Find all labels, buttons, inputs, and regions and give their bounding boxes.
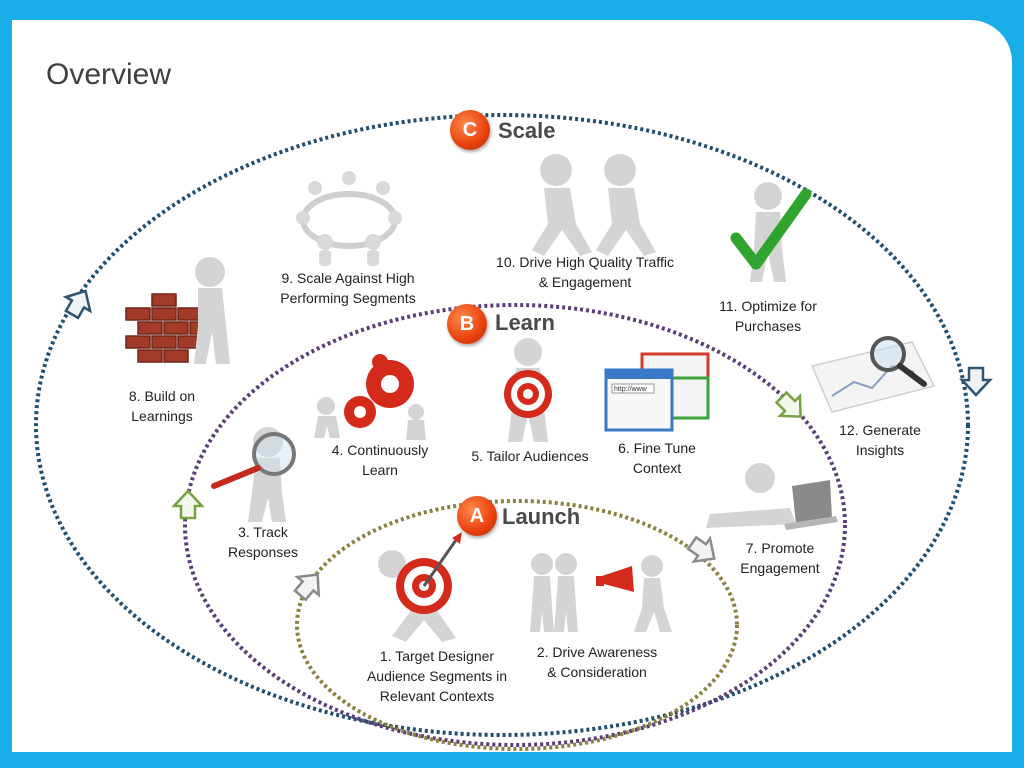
step-7-label: 7. Promote Engagement [740,540,820,576]
laptop-figure-icon [706,463,838,530]
cycle-diagram [34,113,993,751]
page-title: Overview [46,58,172,91]
outer-ring [34,113,970,737]
browser-windows-icon: http://www [604,352,710,432]
stage-c-badge: C [450,110,490,150]
target-holding-figure-icon [504,338,552,442]
figures-circle-icon [296,171,402,266]
step-10-label: 10. Drive High Quality Traffic & Engagem… [496,254,674,290]
step-11-label: 11. Optimize for Purchases [719,298,817,334]
stage-a-badge: A [457,496,497,536]
chart-magnifier-icon [810,336,936,413]
magnifier-figure-icon [211,427,296,522]
gears-figures-icon [314,354,426,440]
step-9-label: 9. Scale Against High Performing Segment… [280,270,416,306]
step-5-label: 5. Tailor Audiences [471,448,589,464]
brick-wall-figure-icon [125,257,230,364]
arrow-inner-left-icon [293,573,321,602]
arrow-outer-right-icon [959,366,993,397]
arrow-middle-left-icon [171,489,205,520]
step-3-label: 3. Track Responses [227,524,299,560]
stage-b-badge: B [447,304,487,344]
target-on-back-figure-icon [378,532,462,642]
arrow-outer-left-icon [62,289,92,320]
step-1-label: 1. Target Designer Audience Segments in … [366,648,508,704]
megaphone-figures-icon [530,553,672,632]
step-12-label: 12. Generate Insights [839,422,921,458]
middle-ring [183,303,847,747]
step-6-label: 6. Fine Tune Context [618,440,696,476]
arrow-middle-right-icon [774,390,802,418]
arrow-inner-right-icon [686,535,716,564]
step-8-label: 8. Build on Learnings [128,388,196,424]
stage-b-label: Learn [495,310,555,335]
slide: Overview C Scale B Learn A Launch [12,20,1012,752]
browser-url-text: http://www [614,386,648,393]
checkmark-figure-icon [730,182,812,282]
stage-a-label: Launch [502,504,581,529]
running-figures-icon [532,154,656,256]
stage-c-label: Scale [498,118,556,143]
step-4-label: 4. Continuously Learn [331,442,429,478]
step-2-label: 2. Drive Awareness & Consideration [536,644,658,680]
inner-ring [295,499,739,751]
